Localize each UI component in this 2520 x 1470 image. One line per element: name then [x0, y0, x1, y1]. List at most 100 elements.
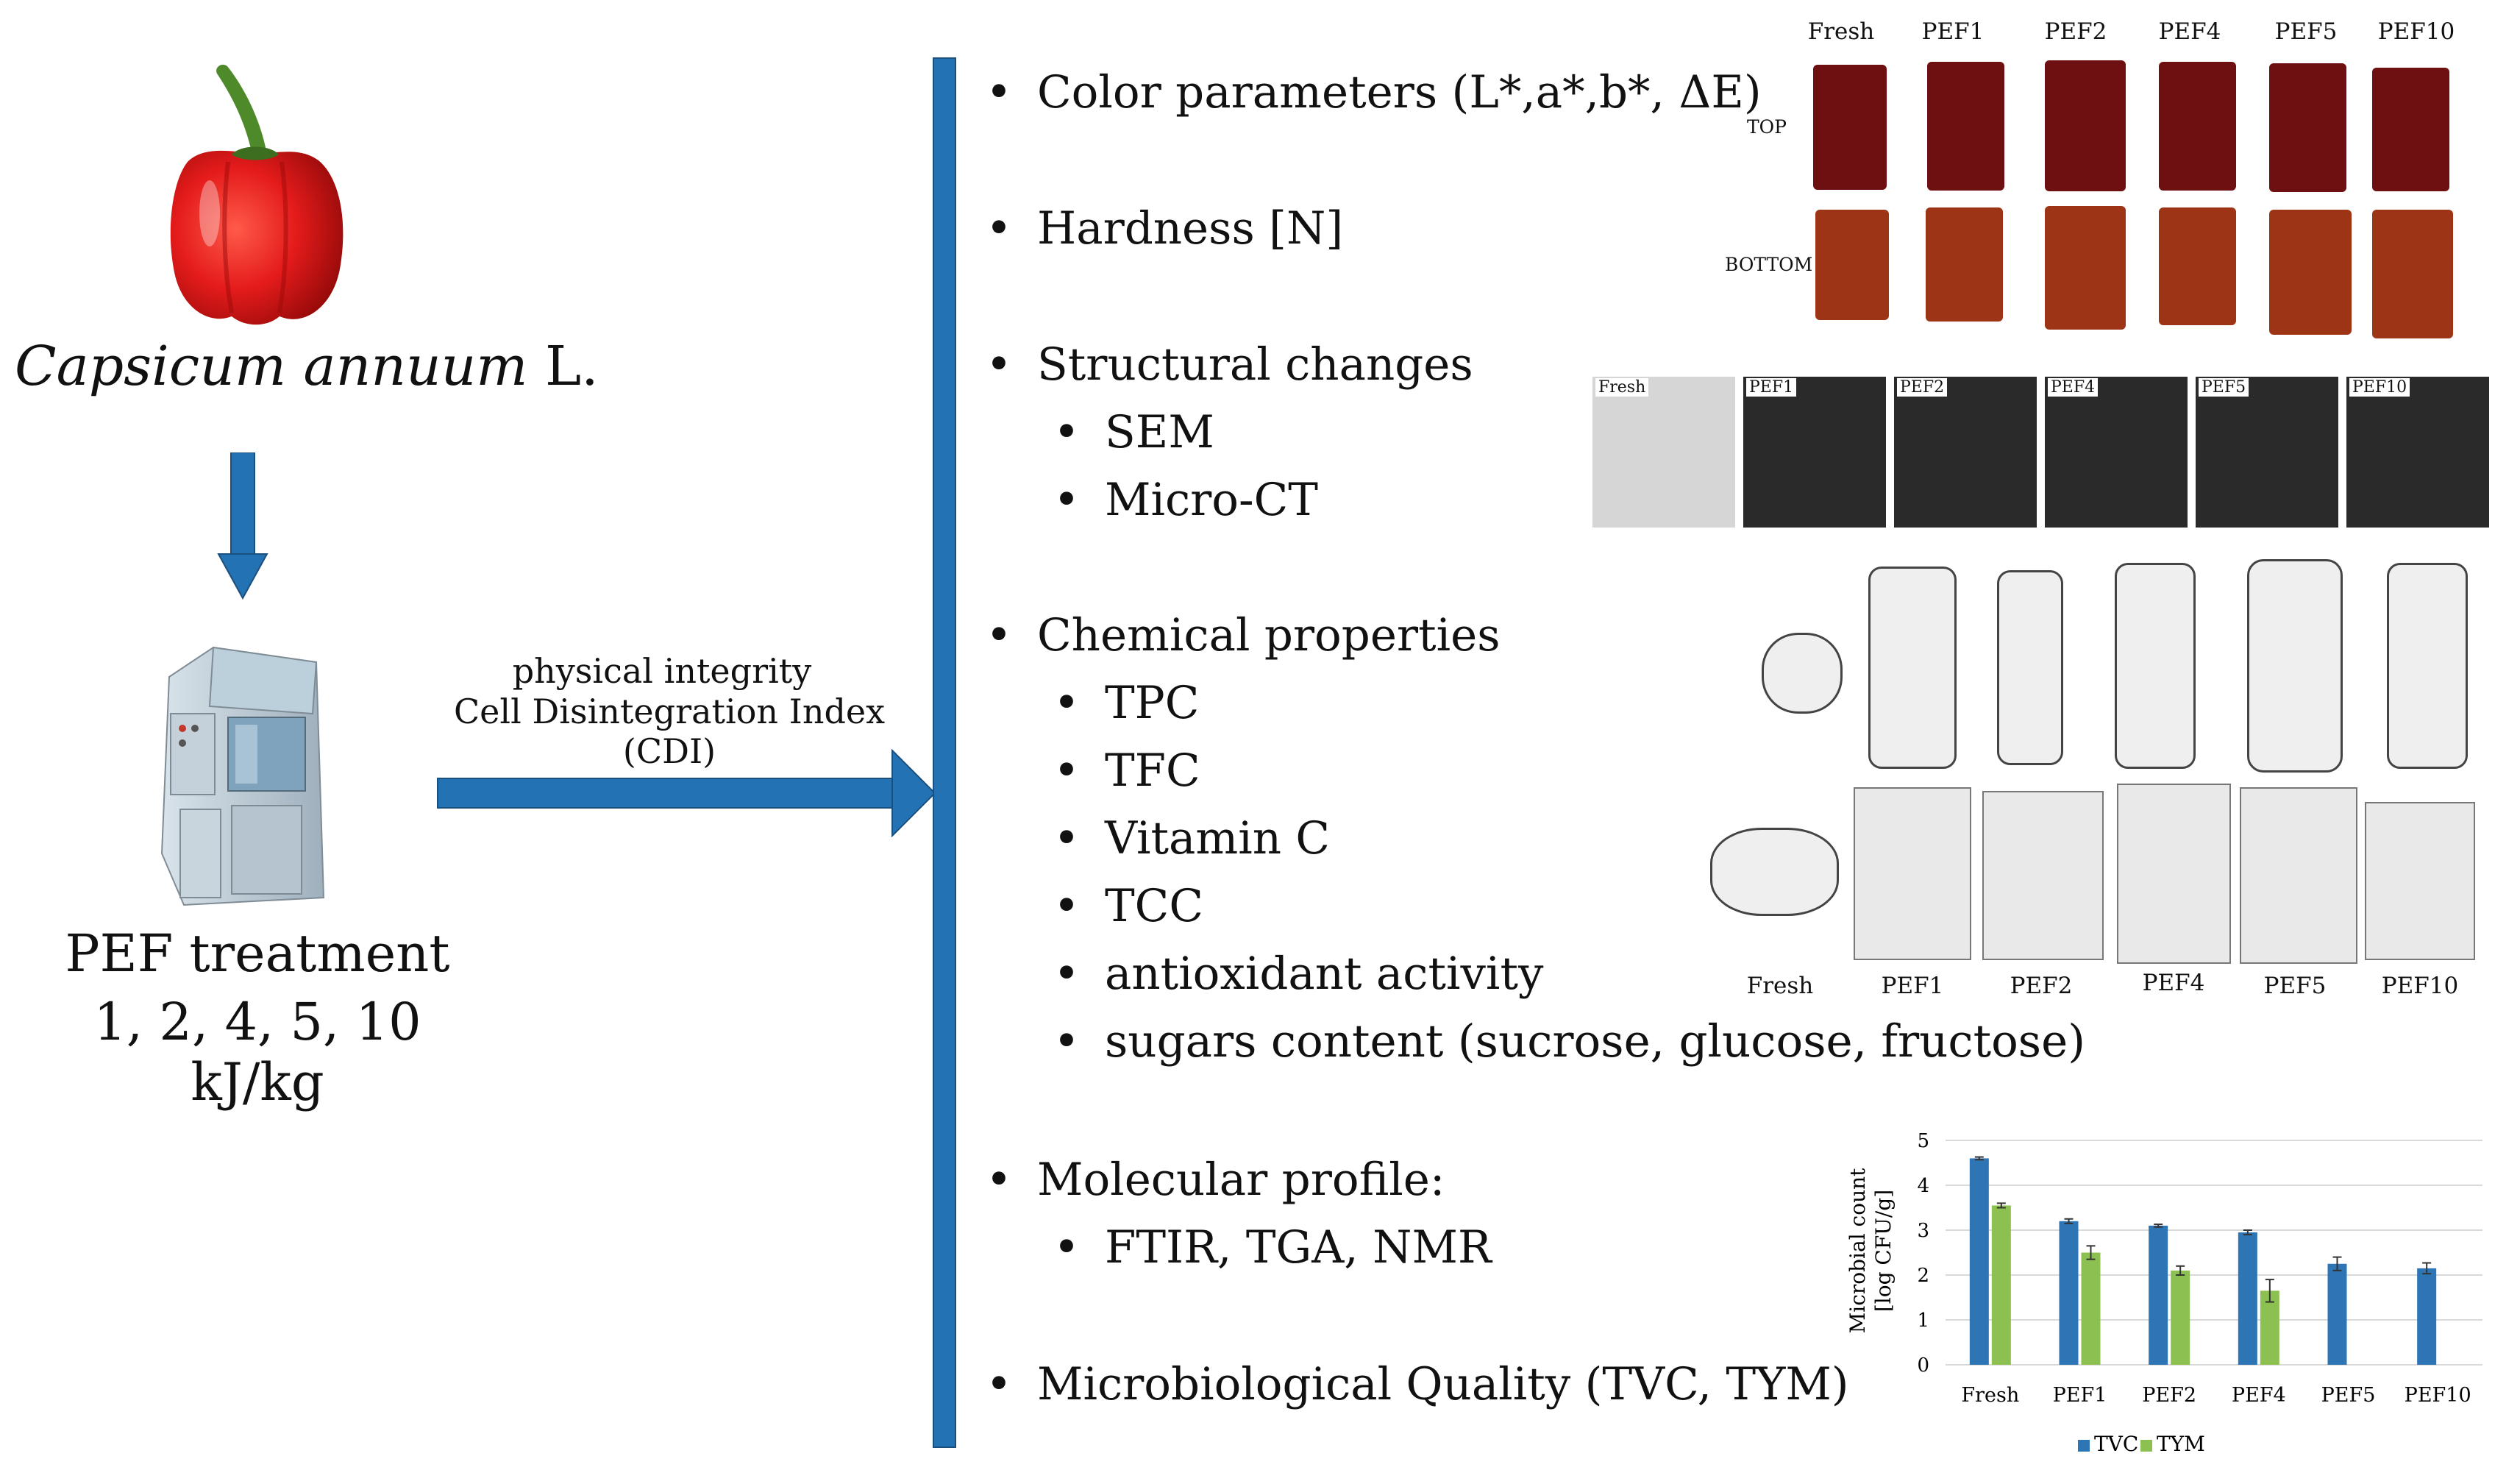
legend-swatch-tvc [2078, 1440, 2090, 1452]
bullet-hardness-text: Hardness [N] [1037, 202, 1344, 255]
bullet-molecular-text: Molecular profile: [1037, 1154, 1445, 1206]
ct-bottom-pef5 [2240, 787, 2357, 964]
vertical-bracket-bar [933, 57, 956, 1448]
slice-top-pef4 [2159, 62, 2236, 191]
row-label-top: TOP [1747, 116, 1787, 138]
bullet-vitc: Vitamin C [1053, 812, 1330, 864]
bar-tvc-pef4 [2238, 1232, 2257, 1365]
ct-label-pef10: PEF10 [2381, 973, 2459, 999]
bullet-tcc: TCC [1053, 880, 1203, 932]
slice-top-pef5 [2269, 63, 2346, 192]
bell-pepper-image [170, 64, 344, 325]
ct-label-fresh: Fresh [1746, 973, 1814, 999]
ct-bottom-pef4 [2117, 784, 2231, 964]
bullet-molecular: Molecular profile: [986, 1154, 1445, 1206]
y-tick-label: 5 [1917, 1130, 1929, 1152]
slice-bottom-pef4 [2159, 207, 2236, 325]
y-axis-label-line1: Microbial count [1845, 1168, 1870, 1334]
bar-tym-fresh [1991, 1205, 2011, 1365]
bullet-ftir: FTIR, TGA, NMR [1053, 1221, 1492, 1274]
legend-swatch-tym [2140, 1440, 2152, 1452]
sem-image-pef5: PEF5 [2196, 377, 2338, 528]
sem-label-pef2: PEF2 [1897, 378, 1948, 397]
color-label-pef2: PEF2 [2044, 18, 2107, 45]
slice-top-fresh [1813, 65, 1887, 190]
sem-label-pef5: PEF5 [2199, 378, 2249, 397]
x-tick-label: PEF10 [2405, 1384, 2471, 1407]
bar-tym-pef1 [2081, 1252, 2101, 1365]
bar-tvc-fresh [1969, 1158, 1989, 1365]
y-tick-label: 1 [1917, 1310, 1929, 1332]
bullet-hardness: Hardness [N] [986, 202, 1343, 255]
species-name: Capsicum annuum L. [15, 335, 599, 398]
bar-tvc-pef1 [2059, 1221, 2079, 1365]
bullet-sugars: sugars content (sucrose, glucose, fructo… [1053, 1015, 2085, 1068]
slice-bottom-pef5 [2269, 210, 2352, 335]
arrow-label-line1: physical integrity [512, 651, 812, 691]
bullet-antiox-text: antioxidant activity [1105, 948, 1544, 1000]
sem-label-pef10: PEF10 [2349, 378, 2410, 397]
color-label-pef1: PEF1 [1921, 18, 1985, 45]
bar-tym-pef4 [2260, 1290, 2279, 1365]
ct-bottom-pef2 [1982, 791, 2104, 960]
slice-bottom-pef10 [2372, 210, 2453, 338]
bullet-structural: Structural changes [986, 338, 1473, 391]
bar-tvc-pef10 [2417, 1268, 2437, 1365]
sem-label-pef1: PEF1 [1746, 378, 1797, 397]
bullet-sem: SEM [1053, 406, 1214, 458]
bullet-chemical: Chemical properties [986, 609, 1501, 661]
bar-tvc-pef2 [2149, 1225, 2168, 1365]
y-tick-label: 4 [1917, 1175, 1929, 1197]
ct-top-pef5 [2247, 559, 2343, 773]
bullet-sugars-text: sugars content (sucrose, glucose, fructo… [1105, 1015, 2086, 1068]
ct-label-pef1: PEF1 [1881, 973, 1944, 999]
bullet-antiox: antioxidant activity [1053, 948, 1543, 1000]
ct-top-pef4 [2115, 563, 2196, 769]
slice-bottom-pef2 [2045, 206, 2126, 330]
sem-image-pef1: PEF1 [1743, 377, 1886, 528]
pef-machine-image [160, 646, 325, 906]
bullet-microct-text: Micro-CT [1105, 474, 1318, 526]
ct-top-pef10 [2387, 563, 2468, 769]
bar-tym-pef2 [2171, 1270, 2190, 1365]
bullet-micro: Microbiological Quality (TVC, TYM) [986, 1358, 1849, 1410]
ct-label-pef5: PEF5 [2263, 973, 2327, 999]
y-tick-label: 2 [1917, 1265, 1929, 1287]
pef-treatment-title: PEF treatment [65, 923, 450, 984]
bullet-structural-text: Structural changes [1037, 338, 1473, 391]
down-arrow [217, 452, 268, 600]
x-tick-label: PEF4 [2232, 1384, 2286, 1407]
ct-label-pef2: PEF2 [2010, 973, 2073, 999]
bullet-color: Color parameters (L*,a*,b*, ΔE) [986, 66, 1762, 118]
row-label-bottom: BOTTOM [1725, 254, 1813, 275]
ct-bottom-pef10 [2365, 802, 2475, 960]
slice-top-pef2 [2045, 60, 2126, 191]
ct-bottom-fresh [1710, 828, 1839, 916]
x-tick-label: PEF5 [2321, 1384, 2376, 1407]
bullet-tcc-text: TCC [1105, 880, 1204, 932]
ct-top-fresh [1762, 633, 1843, 714]
pef-dose-text: 1, 2, 4, 5, 10 kJ/kg [93, 992, 421, 1112]
x-tick-label: Fresh [1961, 1384, 2019, 1407]
color-label-pef10: PEF10 [2377, 18, 2455, 45]
ct-bottom-pef1 [1854, 787, 1971, 960]
x-tick-label: PEF2 [2142, 1384, 2196, 1407]
bullet-microct: Micro-CT [1053, 474, 1318, 526]
x-tick-label: PEF1 [2053, 1384, 2107, 1407]
slice-top-pef1 [1927, 62, 2004, 191]
color-label-fresh: Fresh [1807, 18, 1875, 45]
sem-label-pef4: PEF4 [2048, 378, 2099, 397]
y-tick-label: 3 [1917, 1220, 1929, 1242]
bullet-sem-text: SEM [1105, 406, 1214, 458]
color-label-pef4: PEF4 [2158, 18, 2221, 45]
species-suffix: L. [527, 335, 599, 398]
y-tick-label: 0 [1917, 1354, 1929, 1377]
sem-image-pef4: PEF4 [2045, 377, 2188, 528]
bullet-tfc-text: TFC [1105, 745, 1200, 797]
microbial-chart: 0 1 2 3 4 5 Fresh PEF1 PEF2 PEF4 PEF5 PEF10 Microb… [1845, 1130, 2482, 1456]
ct-top-pef1 [1868, 567, 1957, 769]
bullet-chemical-text: Chemical properties [1037, 609, 1501, 661]
slice-bottom-fresh [1815, 210, 1889, 320]
bullet-ftir-text: FTIR, TGA, NMR [1105, 1221, 1492, 1274]
ct-label-pef4: PEF4 [2142, 970, 2205, 996]
